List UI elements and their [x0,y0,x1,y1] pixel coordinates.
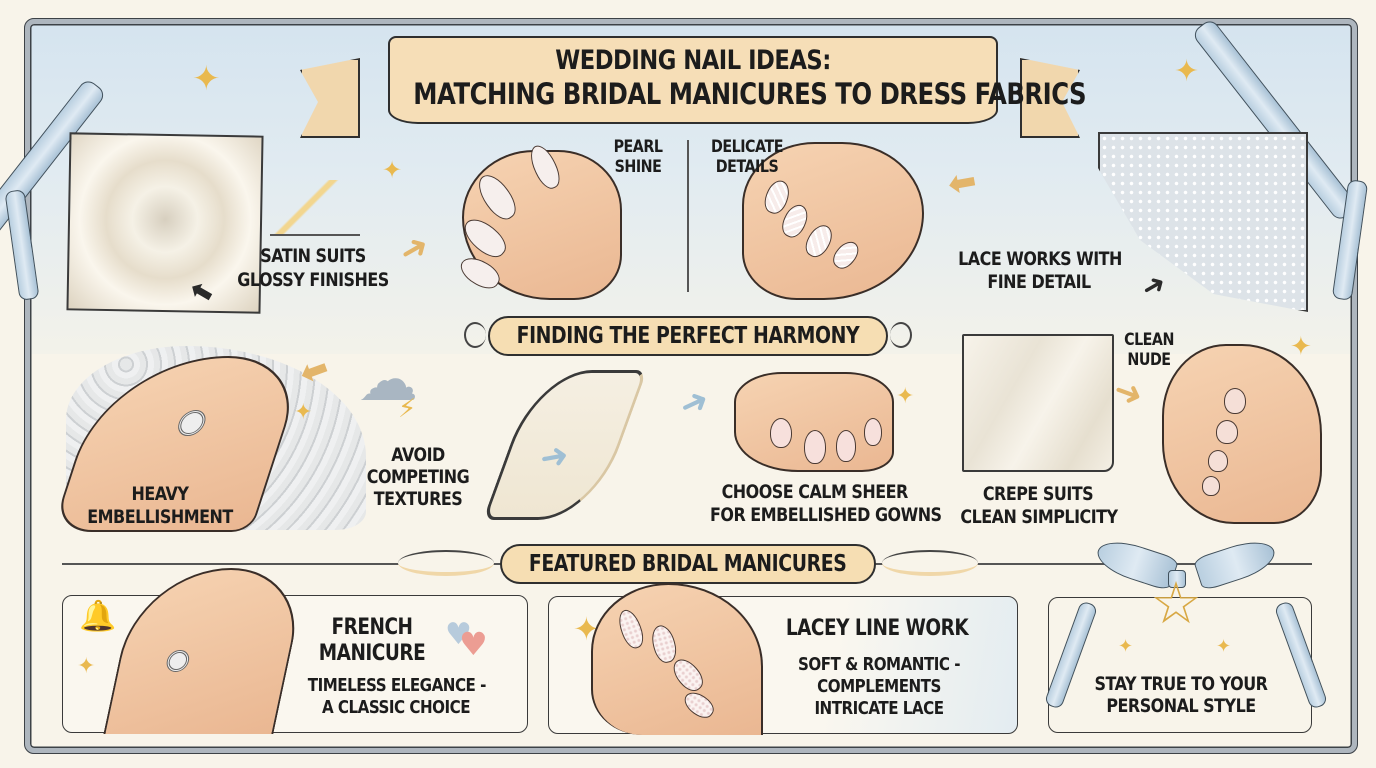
pearl-label-line-2: Shine [614,157,662,177]
title-banner: Wedding Nail Ideas: Matching Bridal Mani… [388,36,1087,124]
sparkle-icon: ✦ [1290,332,1312,362]
decorative-frame [24,18,1358,754]
calm-label-line-1: Choose Calm Sheer [721,481,909,503]
sparkle-icon: ✦ [896,384,915,409]
nail [680,687,718,723]
featured-card-personal-style: Stay True to Your Personal Style [1048,597,1312,733]
arrow-left-icon: ⬅ [944,160,980,206]
nail [668,654,708,696]
featured-heading: Featured Bridal Manicures [500,544,876,584]
sparkle-icon: ✦ [192,59,221,99]
clean-nude-hand [1162,344,1322,524]
crepe-label-line-1: Crepe Suits [982,483,1094,505]
satin-label-line-2: Glossy Finishes [237,269,389,291]
storm-cloud-icon: ☁ [358,345,418,415]
nail [770,418,792,448]
nail [800,220,838,262]
delicate-label-line-1: Delicate [711,137,783,157]
delicate-label-line-2: Details [715,157,779,177]
lace-label-line-1: Lace Works With [958,248,1122,270]
nail [1224,388,1246,414]
heart-icon: ♥ [445,617,472,652]
nail [804,430,826,464]
heart-icon: ♥ [459,625,488,663]
arrow-right-icon: ➜ [536,434,572,480]
ring-icon [164,650,192,672]
crepe-label-line-2: Clean Simplicity [960,506,1118,528]
nail [864,418,882,446]
lacey-desc-line-1: Soft & Romantic - [797,654,961,675]
scroll-ornament-right [890,322,912,348]
sparkle-icon: ✦ [77,654,96,679]
clean-nude-label-line-2: Nude [1127,350,1171,370]
vertical-divider [687,140,689,292]
personal-style-line-1: Stay True to Your [1094,673,1268,695]
personal-style-line-2: Personal Style [1106,695,1256,717]
french-desc-line-1: Timeless Elegance - [307,675,487,696]
scroll-ornament-left [464,322,486,348]
light-reflection-lines [270,180,360,236]
sparkle-icon: ✦ [382,156,403,184]
featured-heading-text: Featured Bridal Manicures [529,551,847,577]
calm-label-line-2: For Embellished Gowns [710,504,942,526]
pearl-shine-hand [455,141,622,300]
sparkle-icon: ✦ [1174,54,1200,89]
avoid-label-line-3: Textures [373,488,463,510]
lace-label-line-2: Fine Detail [987,271,1091,293]
crepe-fabric-illustration [962,334,1114,472]
nail [648,622,680,666]
pearl-label-line-1: Pearl [613,137,663,157]
lacey-nail-hand [591,583,763,735]
nail [614,606,648,652]
lightning-icon: ⚡ [398,394,417,424]
star-charm-icon: ☆ [1150,569,1202,637]
lacey-title: Lacey Line Work [785,616,969,641]
nail [828,237,864,273]
calm-sheer-hand [734,372,894,472]
nail [1216,420,1238,444]
clean-nude-label-line-1: Clean [1124,330,1174,350]
french-desc-line-2: A Classic Choice [321,697,471,718]
french-title-line-1: French [331,615,413,640]
nail [525,141,565,193]
delicate-details-hand [742,142,924,300]
lacey-desc-line-3: Intricate Lace [814,698,944,719]
title-line-1: Wedding Nail Ideas: [555,45,831,76]
heavy-label-line-1: Heavy [131,483,189,505]
ring-icon [174,410,210,436]
swirl-ornament-right [882,550,978,576]
lacey-desc-line-2: Complements [817,676,941,697]
nail [1208,450,1228,472]
bell-icon: 🔔 [79,599,117,634]
nail [836,430,856,462]
french-title-line-2: Manicure [318,641,426,666]
featured-card-french-manicure: 🔔 ✦ French Manicure ♥ ♥ Timeless Eleganc… [62,568,528,734]
sparkle-icon: ✦ [1216,636,1232,657]
bow-knot [1168,570,1186,588]
satin-label-line-1: Satin Suits [260,245,366,267]
sparkle-icon: ✦ [1118,636,1134,657]
heavy-label-line-2: Embellishment [87,506,233,528]
nail [1202,476,1220,496]
harmony-heading: Finding the Perfect Harmony [488,316,888,356]
avoid-label-line-2: Competing [366,466,470,488]
harmony-heading-text: Finding the Perfect Harmony [516,323,860,349]
title-line-2: Matching Bridal Manicures to Dress Fabri… [413,77,1087,111]
sparkle-icon: ✦ [294,400,313,425]
swirl-ornament-left [398,550,494,576]
avoid-label-line-1: Avoid [391,444,445,466]
featured-card-lacey-line-work: ✦ Lacey Line Work Soft & Romantic - Comp… [548,583,1018,735]
nail [472,169,522,225]
